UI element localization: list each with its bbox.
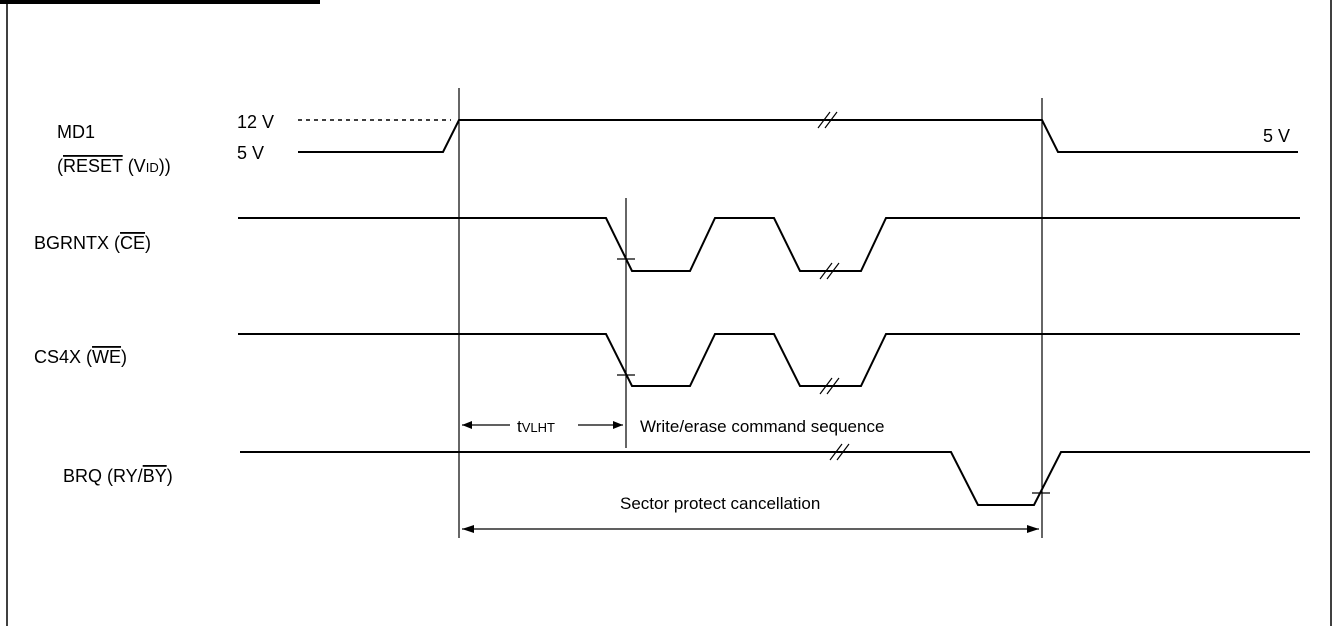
md1-label: MD1	[57, 122, 95, 142]
level-5v-right: 5 V	[1263, 126, 1290, 146]
sector-protect-label: Sector protect cancellation	[620, 494, 820, 513]
tvlht-label: tVLHT	[517, 417, 555, 436]
write-erase-label: Write/erase command sequence	[640, 417, 884, 436]
bgrntx-waveform	[238, 217, 1300, 272]
tvlht-arrow	[462, 421, 623, 429]
md1-waveform	[298, 119, 1298, 153]
cs4x-break-mark	[819, 377, 840, 395]
we-overbar: WE	[92, 347, 121, 367]
level-5v: 5 V	[237, 143, 264, 163]
level-12v: 12 V	[237, 112, 274, 132]
bgrntx-break-mark	[819, 262, 840, 280]
ce-overbar: CE	[120, 233, 145, 253]
cropped-caption	[0, 0, 320, 4]
sector-protect-arrow	[462, 525, 1039, 533]
brq-waveform	[240, 451, 1310, 506]
bgrntx-label: BGRNTX (CE)	[34, 233, 151, 253]
brq-break-mark	[829, 443, 850, 461]
diagram-frame	[6, 0, 1332, 629]
reset-overbar: RESET	[63, 156, 123, 176]
cs4x-label: CS4X (WE)	[34, 347, 127, 367]
md1-break-mark	[817, 111, 838, 129]
by-overbar: BY	[143, 466, 167, 486]
cs4x-waveform	[238, 333, 1300, 387]
brq-label: BRQ (RY/BY)	[63, 466, 173, 486]
reset-vid-label: (RESET (VID))	[57, 156, 171, 176]
